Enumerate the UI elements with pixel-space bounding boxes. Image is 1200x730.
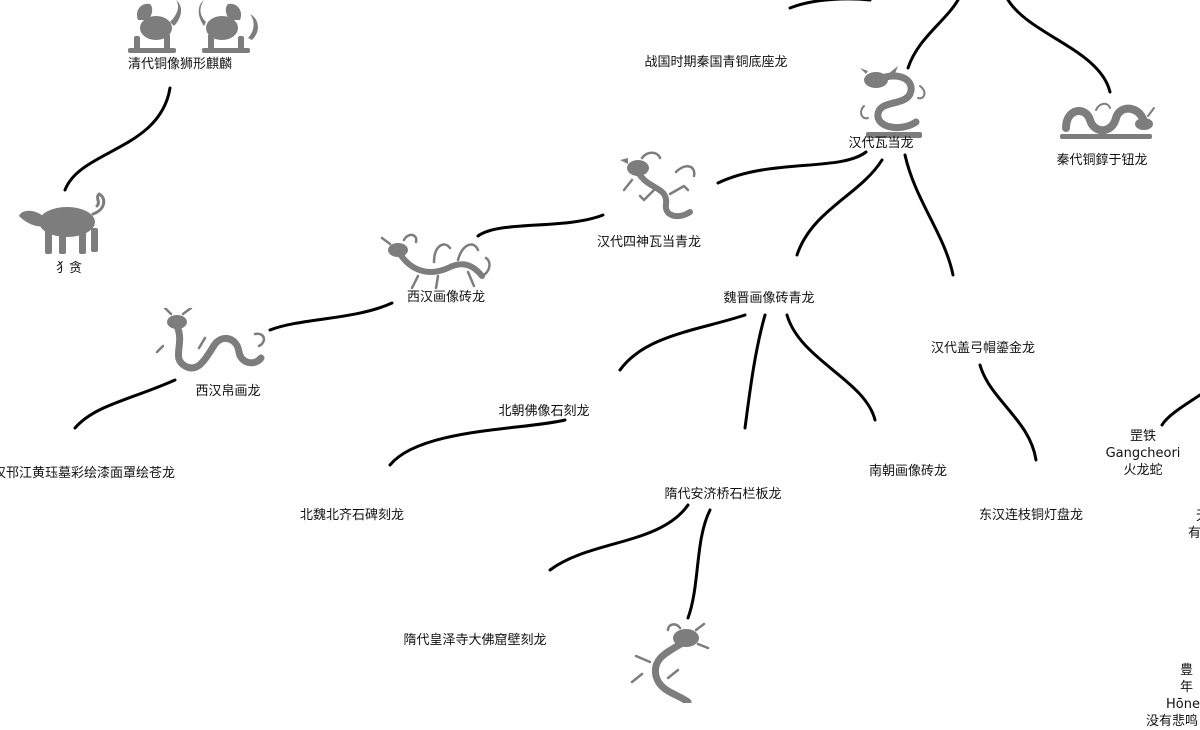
node-sishen-dragon: 汉代四神瓦当青龙 <box>596 235 702 250</box>
brick-dragon-icon <box>378 232 496 292</box>
node-gangcheori-line-1: 罡铁 <box>1129 429 1157 444</box>
node-partial-right-2-line-2: Hōne <box>1166 697 1200 712</box>
edge <box>548 503 690 572</box>
node-beichao-dragon: 北朝佛像石刻龙 <box>498 404 590 419</box>
node-qin-chun-dragon: 秦代铜錞于钮龙 <box>1056 153 1148 168</box>
beast-icon <box>15 188 113 260</box>
edge <box>743 313 767 430</box>
edge <box>903 153 955 277</box>
node-qing-qilin: 清代铜像狮形麒麟 <box>127 57 233 72</box>
edge <box>785 313 877 422</box>
tile-dragon-icon <box>618 150 702 226</box>
edge <box>476 213 605 238</box>
node-partial-right-2-line-1: 豊年 <box>1180 663 1194 695</box>
node-gangcheori: 罡铁 Gangcheori 火龙蛇 <box>1106 428 1181 479</box>
node-yayu: 犭贪 <box>55 261 83 276</box>
silk-dragon-icon <box>155 308 270 380</box>
node-xihan-brick-dragon: 西汉画像砖龙 <box>406 290 486 305</box>
edge <box>73 378 177 430</box>
edge <box>388 418 567 467</box>
node-partial-right-1-line-1: 无 <box>1196 508 1200 525</box>
node-partial-right-1-line-2: 有 <box>1188 526 1200 541</box>
coiled-dragon-icon <box>858 66 930 140</box>
edge <box>795 158 884 257</box>
edge <box>716 150 868 185</box>
edge <box>686 508 712 620</box>
qilin-statues-icon <box>120 0 262 55</box>
node-partial-right-1: 无 有 <box>1188 508 1200 542</box>
node-gangcheori-line-3: 火龙蛇 <box>1123 463 1163 478</box>
edge <box>63 86 172 192</box>
node-nanchao-dragon: 南朝画像砖龙 <box>868 464 948 479</box>
node-gaigong-dragon: 汉代盖弓帽鎏金龙 <box>930 341 1036 356</box>
node-partial-right-2: 豊年 Hōne 没有悲鸣 <box>1146 662 1200 730</box>
node-xihan-silk-dragon: 西汉帛画龙 <box>195 384 261 399</box>
edge <box>978 363 1038 462</box>
node-sui-cave-dragon: 隋代皇泽寺大佛窟壁刻龙 <box>403 633 547 648</box>
edge <box>1006 0 1112 94</box>
serpent-dragon-icon <box>1056 96 1156 144</box>
node-sui-bridge-dragon: 隋代安济桥石栏板龙 <box>664 487 782 502</box>
edge <box>906 0 960 70</box>
node-han-wadang-dragon: 汉代瓦当龙 <box>848 136 914 151</box>
edge <box>618 313 747 372</box>
edge <box>268 301 394 332</box>
node-beiwei-beiqi-dragon: 北魏北齐石碑刻龙 <box>299 508 405 523</box>
node-donghan-lamp-dragon: 东汉连枝铜灯盘龙 <box>978 508 1084 523</box>
node-zhanguo-dragon: 战国时期秦国青铜底座龙 <box>644 55 788 70</box>
node-hanjiang-dragon: 汉邗江黄珏墓彩绘漆面罩绘苍龙 <box>0 466 176 481</box>
sui-dragon-icon <box>628 622 710 703</box>
edge <box>1160 393 1200 427</box>
tree-edges <box>63 0 1200 620</box>
node-partial-right-2-line-3: 没有悲鸣 <box>1146 714 1199 729</box>
edge <box>788 0 872 10</box>
node-gangcheori-line-2: Gangcheori <box>1105 446 1181 461</box>
node-weijin-dragon: 魏晋画像砖青龙 <box>723 291 815 306</box>
